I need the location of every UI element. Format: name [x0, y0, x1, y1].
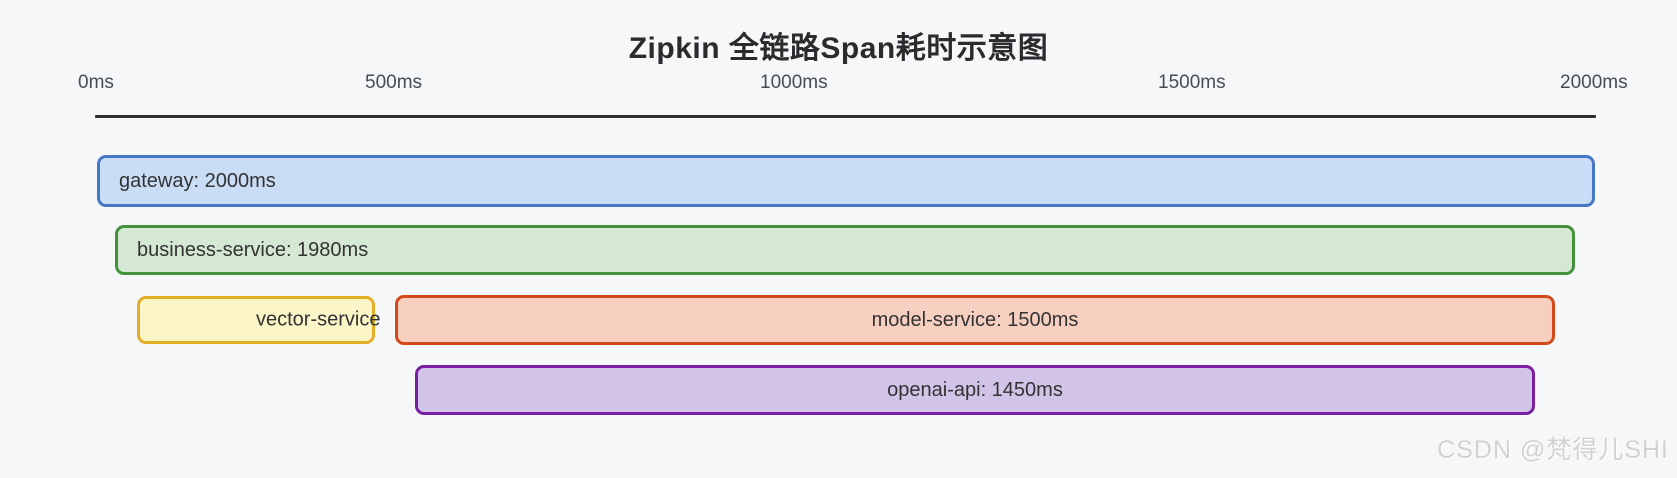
axis-tick: 1500ms	[1158, 72, 1226, 93]
axis-tick: 1000ms	[760, 72, 828, 93]
span-bar-model-service: model-service: 1500ms	[395, 295, 1555, 345]
page-title: Zipkin 全链路Span耗时示意图	[628, 32, 1049, 65]
span-label: model-service: 1500ms	[871, 308, 1079, 331]
span-bar-gateway: gateway: 2000ms	[97, 155, 1595, 207]
span-bar-vector-service: vector-service	[137, 296, 380, 344]
axis-tick: 500ms	[365, 72, 423, 93]
span-bar-business-service: business-service: 1980ms	[115, 225, 1575, 275]
span-label: business-service: 1980ms	[137, 238, 369, 261]
span-label: openai-api: 1450ms	[887, 378, 1063, 401]
time-axis-line	[95, 115, 1596, 118]
span-label: gateway: 2000ms	[119, 169, 276, 192]
span-bar-openai-api: openai-api: 1450ms	[415, 365, 1535, 415]
span-label: vector-service	[256, 308, 381, 331]
watermark: CSDN @梵得儿SHI	[1437, 436, 1669, 464]
axis-tick: 0ms	[78, 72, 114, 93]
axis-tick: 2000ms	[1560, 72, 1628, 93]
